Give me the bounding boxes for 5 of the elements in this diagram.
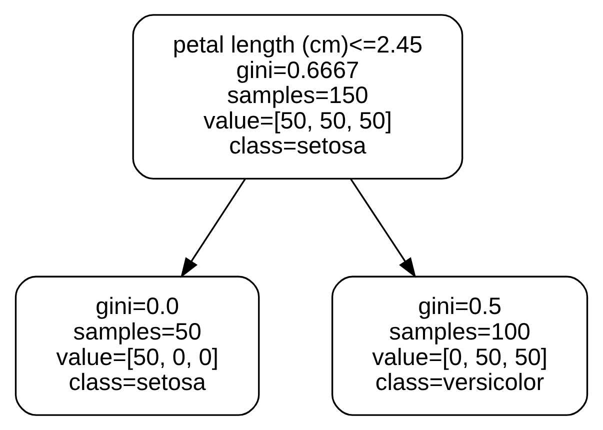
arrow xyxy=(350,178,416,278)
node-box: gini=0.5 samples=100 value=[0, 50, 50] class=versicolor xyxy=(331,276,588,416)
node-box: gini=0.0 samples=50 value=[50, 0, 0] class=setosa xyxy=(14,276,260,416)
node-box: petal length (cm)<=2.45 gini=0.6667 samples=150 value=[50, 50, 50] class=setosa xyxy=(132,14,464,180)
arrow xyxy=(180,178,246,278)
